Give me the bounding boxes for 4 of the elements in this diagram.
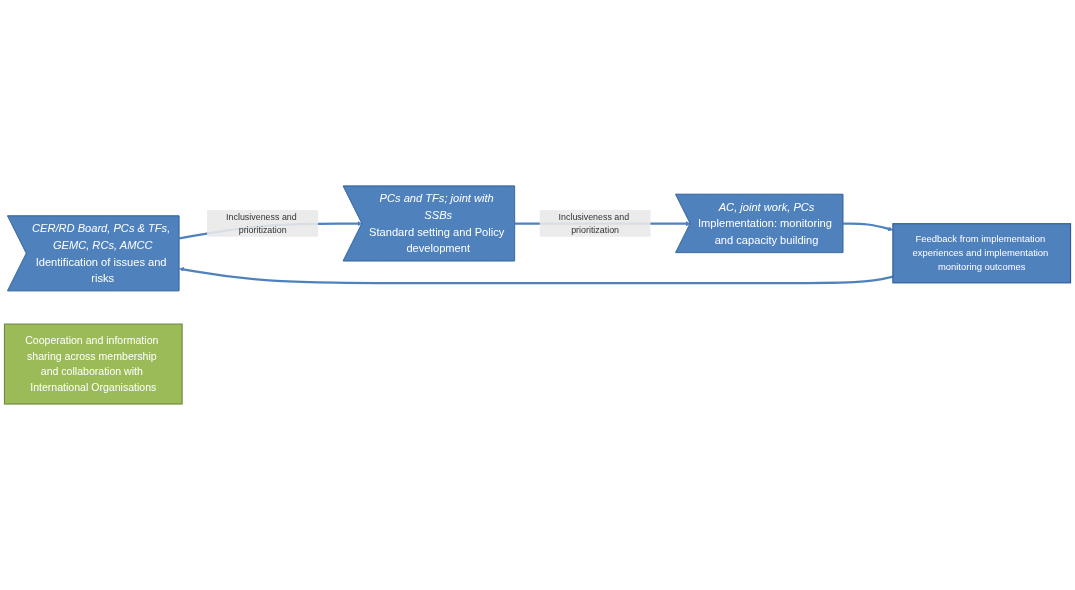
edge-label: Inclusiveness and prioritization [226, 211, 297, 235]
edge-label: Inclusiveness and prioritization [558, 211, 630, 235]
node-box: Feedback from implementation experiences and implementation monitoring outcomes [892, 223, 1072, 284]
node-box: Cooperation and information sharing across membership and collaboration with International Organisations [3, 323, 183, 405]
